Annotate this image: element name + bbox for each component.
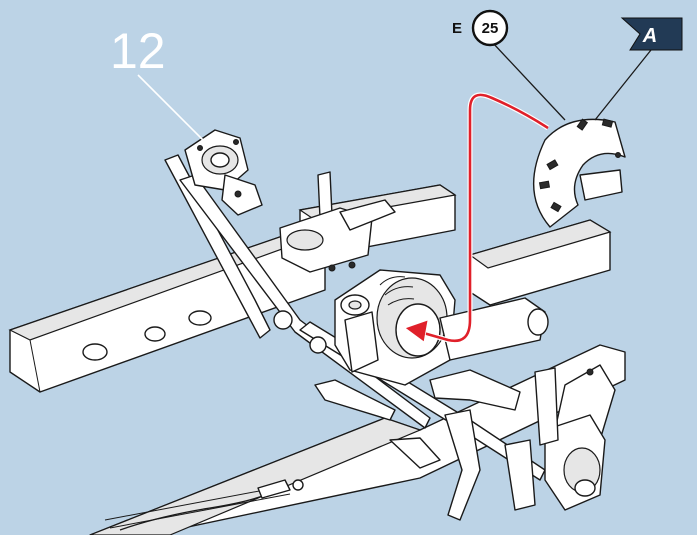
right-wheel-hub: [504, 364, 616, 511]
chassis-frame-rail-left: [8, 229, 326, 393]
lower-suspension-links: [314, 379, 481, 521]
chassis-rear-rail: [468, 219, 612, 306]
red-insertion-arrow: [404, 92, 550, 344]
step-leader-line: [137, 74, 206, 143]
part-letter: E: [452, 20, 462, 37]
chassis-frame-rail-right: [89, 344, 626, 535]
step-number: 12: [110, 23, 166, 79]
coupling-ring-part: [533, 118, 626, 228]
differential-housing: [328, 261, 456, 386]
front-hub: [184, 129, 263, 216]
part-number-circle: [471, 9, 509, 47]
part-number: 25: [482, 20, 499, 37]
flag-leader-line: [594, 44, 656, 121]
rear-axle-tube: [429, 297, 549, 411]
flag-letter: A: [642, 25, 657, 47]
part-callout: E 25: [452, 9, 509, 47]
brake-cable: [119, 479, 304, 531]
dark-flag-icon: A: [620, 17, 683, 51]
part-leader-line: [491, 41, 566, 121]
suspension-strut: [279, 171, 396, 273]
